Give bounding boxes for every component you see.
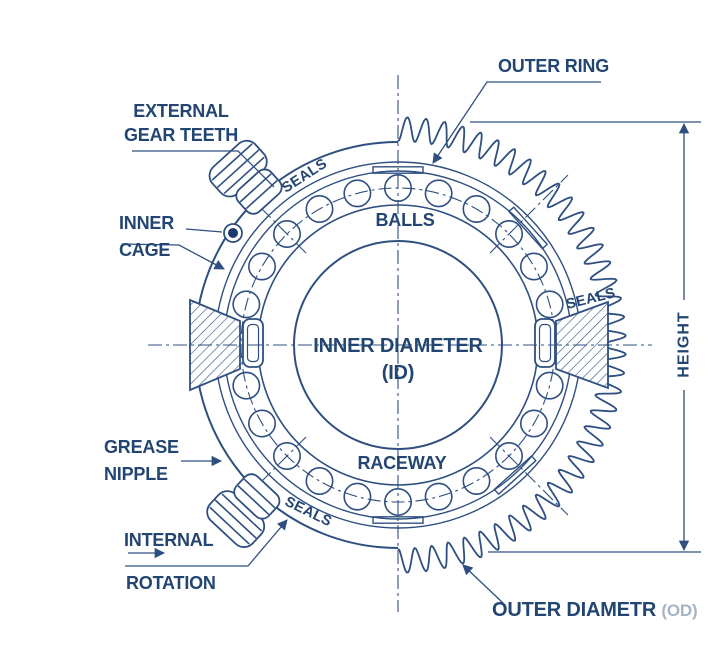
ball bbox=[462, 466, 491, 495]
right-seal-insert-inner bbox=[538, 323, 552, 363]
grease-hole-dot bbox=[228, 228, 238, 238]
diagonal-centerline-upper-left bbox=[227, 174, 307, 254]
outer-diameter-label: OUTER DIAMETR (OD) bbox=[492, 597, 698, 624]
ball bbox=[248, 252, 277, 281]
diagonal-centerline-lower-left bbox=[227, 436, 307, 516]
right-seal-insert bbox=[534, 318, 556, 368]
seal-strip bbox=[372, 516, 424, 524]
grease-nipple-line2: NIPPLE bbox=[104, 464, 168, 484]
grease-nipple-label: GREASE NIPPLE bbox=[104, 434, 179, 488]
rotation-label: ROTATION bbox=[126, 573, 216, 593]
seal-strips bbox=[372, 166, 549, 524]
internal-label: INTERNAL bbox=[124, 530, 214, 550]
height-dimension bbox=[470, 121, 701, 553]
centerlines bbox=[148, 75, 652, 612]
inner-cage-leader-arrow bbox=[121, 243, 225, 270]
seals-bottom-leader bbox=[125, 519, 288, 567]
raceway-label: RACEWAY bbox=[357, 453, 447, 473]
outer-diameter-suffix: (OD) bbox=[661, 601, 698, 620]
ball bbox=[305, 466, 334, 495]
inner-diameter-line2: (ID) bbox=[381, 362, 415, 384]
outer-diameter-leader bbox=[462, 564, 504, 604]
balls-label: BALLS bbox=[375, 210, 435, 230]
leader-lines bbox=[121, 81, 601, 604]
seal-strip bbox=[507, 206, 549, 250]
outer-ring-leader bbox=[432, 81, 601, 164]
ball bbox=[343, 482, 372, 511]
ball bbox=[424, 482, 453, 511]
ball bbox=[519, 252, 548, 281]
grease-nipple-line1: GREASE bbox=[104, 437, 179, 457]
height-label: HEIGHT bbox=[675, 311, 693, 378]
diagonal-centerline-lower-right bbox=[489, 436, 569, 516]
left-seal-insert-inner bbox=[246, 323, 260, 363]
seal-strip bbox=[372, 166, 424, 174]
seal-strip bbox=[493, 454, 537, 496]
external-gear-teeth-label: EXTERNAL GEAR TEETH bbox=[115, 99, 247, 147]
inner-diameter-label: INNER DIAMETER (ID) bbox=[298, 333, 498, 387]
inner-cage-label: INNER CAGE bbox=[119, 210, 174, 264]
diagonal-centerline-upper-right bbox=[489, 174, 569, 254]
inner-cage-line2: CAGE bbox=[119, 240, 171, 260]
left-section-plug bbox=[189, 298, 241, 392]
inner-cage-leader-dot bbox=[185, 228, 223, 233]
external-gear-teeth-line1: EXTERNAL bbox=[133, 101, 229, 121]
inner-cage-line1: INNER bbox=[119, 213, 175, 233]
external-gear-teeth-leader bbox=[132, 150, 275, 188]
external-gear-teeth-line2: GEAR TEETH bbox=[123, 125, 238, 145]
outer-diameter-text: OUTER DIAMETR bbox=[492, 599, 657, 621]
inner-diameter-line1: INNER DIAMETER bbox=[313, 335, 483, 357]
left-seal-insert bbox=[242, 318, 264, 368]
outer-ring-label: OUTER RING bbox=[498, 56, 610, 76]
